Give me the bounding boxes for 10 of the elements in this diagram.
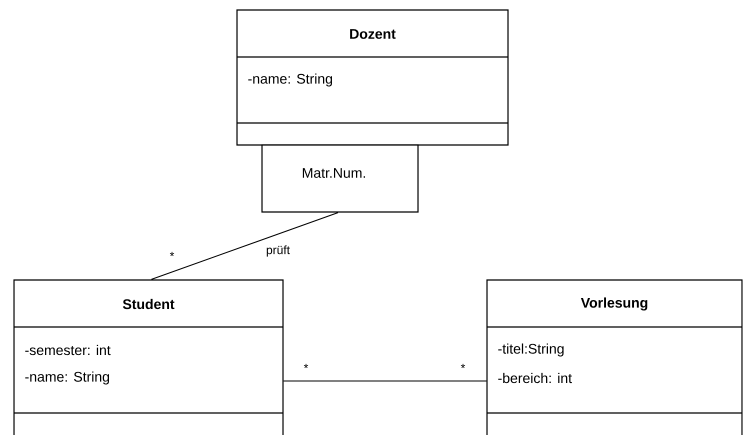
multiplicity-label: * xyxy=(460,364,466,368)
class-box: Vorlesung -titel:String -bereich: int xyxy=(486,279,743,435)
class-box: Student -semester: int -name: String xyxy=(13,279,284,435)
multiplicity-label: * xyxy=(170,252,174,256)
association-line xyxy=(283,380,487,382)
qualifier-box: Matr.Num. xyxy=(261,144,419,213)
multiplicity-label: * xyxy=(304,364,308,368)
class-box: Dozent -name: String xyxy=(236,9,509,146)
edge-label: prüft xyxy=(266,245,290,257)
association-line xyxy=(150,212,338,280)
